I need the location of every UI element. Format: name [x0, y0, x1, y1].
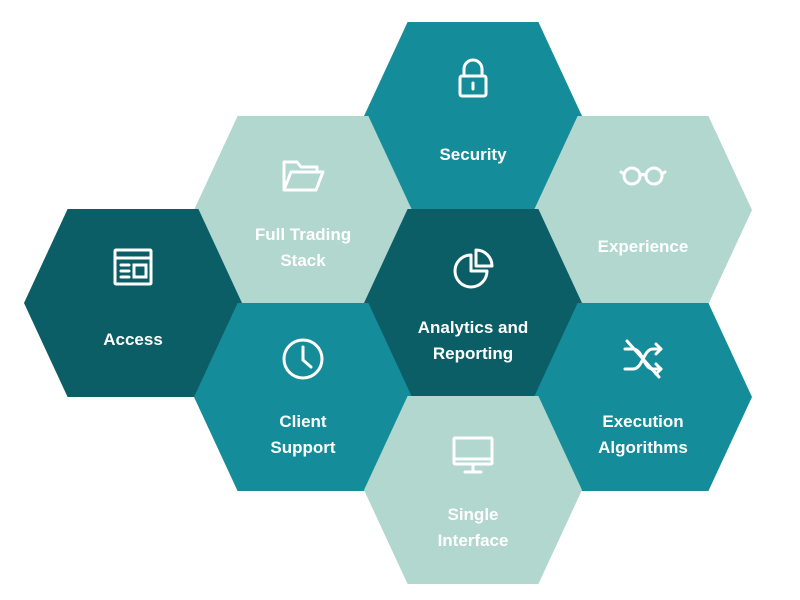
hex-label-access: Access [103, 330, 163, 349]
folder-icon [279, 152, 327, 200]
clock-icon [279, 335, 327, 383]
pie-chart-icon [449, 245, 497, 293]
hex-label-client-support: Client Support [270, 412, 336, 457]
hex-access: Access [24, 209, 242, 397]
hex-label-single-interface: Single Interface [437, 505, 509, 550]
hex-label-security: Security [439, 145, 507, 164]
hex-experience: Experience [534, 116, 752, 304]
hex-label-experience: Experience [597, 237, 689, 256]
hex-security: Security [364, 22, 582, 210]
shuffle-icon [619, 335, 667, 383]
glasses-icon [619, 150, 667, 198]
hex-label-full-trading-stack: Full Trading Stack [254, 225, 352, 270]
hex-client-support: Client Support [194, 303, 412, 491]
monitor-icon [449, 430, 497, 478]
hex-label-analytics-and-reporting: Analytics and Reporting [417, 318, 529, 363]
lock-icon [449, 54, 497, 102]
hex-single-interface: Single Interface [364, 396, 582, 584]
hex-full-trading-stack: Full Trading Stack [194, 116, 412, 304]
hex-label-execution-algorithms: Execution Algorithms [598, 412, 688, 457]
browser-icon [109, 243, 157, 291]
hex-analytics-and-reporting: Analytics and Reporting [364, 209, 582, 397]
hex-execution-algorithms: Execution Algorithms [534, 303, 752, 491]
